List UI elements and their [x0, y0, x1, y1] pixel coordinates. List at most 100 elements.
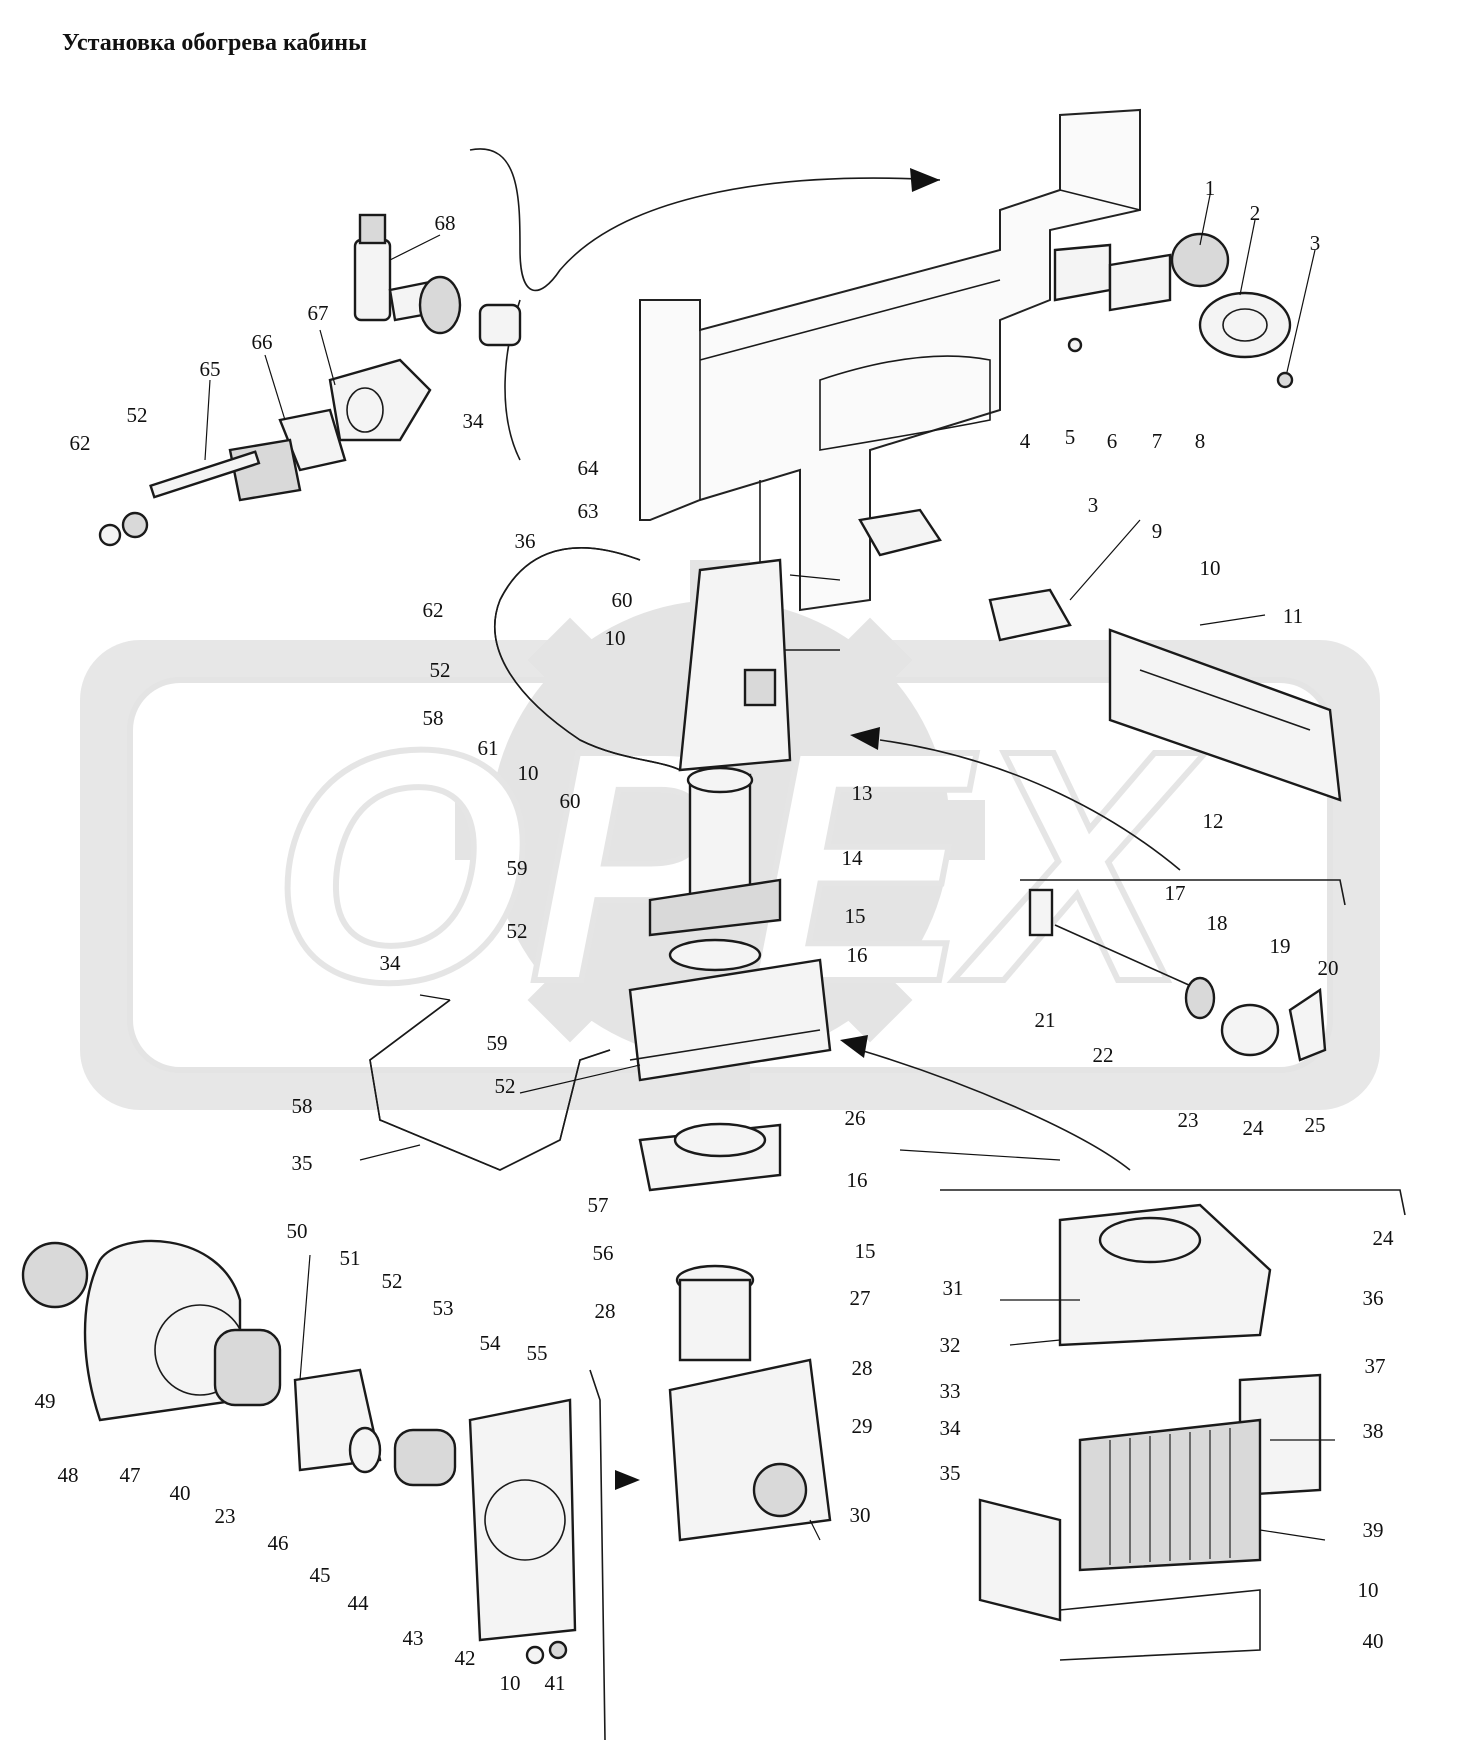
- callout-labels: 1 2 3 4 5 6 7 8 68 67 66 65 52 62 34 64 …: [35, 176, 1395, 1695]
- callout-48: 48: [58, 1463, 79, 1487]
- callout-58b: 58: [292, 1094, 313, 1118]
- callout-28a: 28: [595, 1299, 616, 1323]
- callout-14: 14: [842, 846, 864, 870]
- callout-52d: 52: [495, 1074, 516, 1098]
- callout-62b: 62: [423, 598, 444, 622]
- callout-7: 7: [1152, 429, 1163, 453]
- callout-17: 17: [1165, 881, 1186, 905]
- callout-47: 47: [120, 1463, 141, 1487]
- callout-27: 27: [850, 1286, 871, 1310]
- callout-10a: 10: [1200, 556, 1221, 580]
- callout-25: 25: [1305, 1113, 1326, 1137]
- callout-62a: 62: [70, 431, 91, 455]
- callout-23b: 23: [215, 1504, 236, 1528]
- leader-lines: [204, 194, 1335, 1541]
- callout-59b: 59: [487, 1031, 508, 1055]
- callout-50: 50: [287, 1219, 308, 1243]
- callout-23a: 23: [1178, 1108, 1199, 1132]
- callout-19: 19: [1270, 934, 1291, 958]
- arrow-head-icon: [850, 727, 880, 750]
- callout-33: 33: [940, 1379, 961, 1403]
- callout-55: 55: [527, 1341, 548, 1365]
- callout-40a: 40: [1363, 1629, 1384, 1653]
- callout-58a: 58: [423, 706, 444, 730]
- control-rod: [1028, 888, 1327, 1062]
- callout-59a: 59: [507, 856, 528, 880]
- heater-radiator: [978, 1203, 1322, 1661]
- callout-60a: 60: [612, 588, 633, 612]
- callout-11: 11: [1283, 604, 1303, 628]
- callout-52e: 52: [382, 1269, 403, 1293]
- callout-54: 54: [480, 1331, 502, 1355]
- callout-56: 56: [593, 1241, 614, 1265]
- callout-61: 61: [478, 736, 499, 760]
- callout-44: 44: [348, 1591, 370, 1615]
- callout-10b: 10: [605, 626, 626, 650]
- callout-30: 30: [850, 1503, 871, 1527]
- callout-9: 9: [1152, 519, 1163, 543]
- heater-duct: [628, 558, 832, 1542]
- callout-65: 65: [200, 357, 221, 381]
- callout-34c: 34: [940, 1416, 962, 1440]
- callout-21: 21: [1035, 1008, 1056, 1032]
- callout-36b: 36: [1363, 1286, 1384, 1310]
- callout-15b: 15: [855, 1239, 876, 1263]
- callout-12: 12: [1203, 809, 1224, 833]
- callout-57: 57: [588, 1193, 609, 1217]
- callout-6: 6: [1107, 429, 1118, 453]
- cab-frame: [639, 108, 1141, 651]
- callout-39: 39: [1363, 1518, 1384, 1542]
- callout-52c: 52: [507, 919, 528, 943]
- callout-24a: 24: [1243, 1116, 1265, 1140]
- callout-3: 3: [1310, 231, 1321, 255]
- callout-24b: 24: [1373, 1226, 1395, 1250]
- callout-41: 41: [545, 1671, 566, 1695]
- callout-36a: 36: [515, 529, 536, 553]
- callout-63: 63: [578, 499, 599, 523]
- callout-38: 38: [1363, 1419, 1384, 1443]
- callout-51: 51: [340, 1246, 361, 1270]
- callout-52a: 52: [127, 403, 148, 427]
- air-duct-brackets: [858, 508, 1342, 802]
- coolant-tap-assembly: [98, 213, 522, 547]
- callout-52b: 52: [430, 658, 451, 682]
- callout-68: 68: [435, 211, 456, 235]
- callout-13: 13: [852, 781, 873, 805]
- callout-31: 31: [943, 1276, 964, 1300]
- callout-2: 2: [1250, 201, 1261, 225]
- callout-15a: 15: [845, 904, 866, 928]
- callout-35a: 35: [292, 1151, 313, 1175]
- callout-46: 46: [268, 1531, 289, 1555]
- callout-20: 20: [1318, 956, 1339, 980]
- callout-32: 32: [940, 1333, 961, 1357]
- callout-53: 53: [433, 1296, 454, 1320]
- callout-42: 42: [455, 1646, 476, 1670]
- callout-26: 26: [845, 1106, 866, 1130]
- callout-43: 43: [403, 1626, 424, 1650]
- callout-10e: 10: [500, 1671, 521, 1695]
- arrow-head-icon: [910, 168, 940, 192]
- callout-10c: 10: [518, 761, 539, 785]
- callout-1: 1: [1205, 176, 1216, 200]
- callout-64: 64: [578, 456, 600, 480]
- callout-16b: 16: [847, 1168, 868, 1192]
- callout-37: 37: [1365, 1354, 1386, 1378]
- callout-4: 4: [1020, 429, 1031, 453]
- callout-29: 29: [852, 1414, 873, 1438]
- callout-3b: 3: [1088, 493, 1099, 517]
- callout-8: 8: [1195, 429, 1206, 453]
- callout-67: 67: [308, 301, 329, 325]
- callout-34a: 34: [463, 409, 485, 433]
- callout-10d: 10: [1358, 1578, 1379, 1602]
- callout-28b: 28: [852, 1356, 873, 1380]
- callout-22: 22: [1093, 1043, 1114, 1067]
- callout-60b: 60: [560, 789, 581, 813]
- page-title: Установка обогрева кабины: [62, 30, 367, 56]
- callout-34b: 34: [380, 951, 402, 975]
- callout-45: 45: [310, 1563, 331, 1587]
- callout-49: 49: [35, 1389, 56, 1413]
- callout-40b: 40: [170, 1481, 191, 1505]
- arrow-head-icon: [615, 1470, 640, 1490]
- radiator-fins: [1109, 1428, 1231, 1565]
